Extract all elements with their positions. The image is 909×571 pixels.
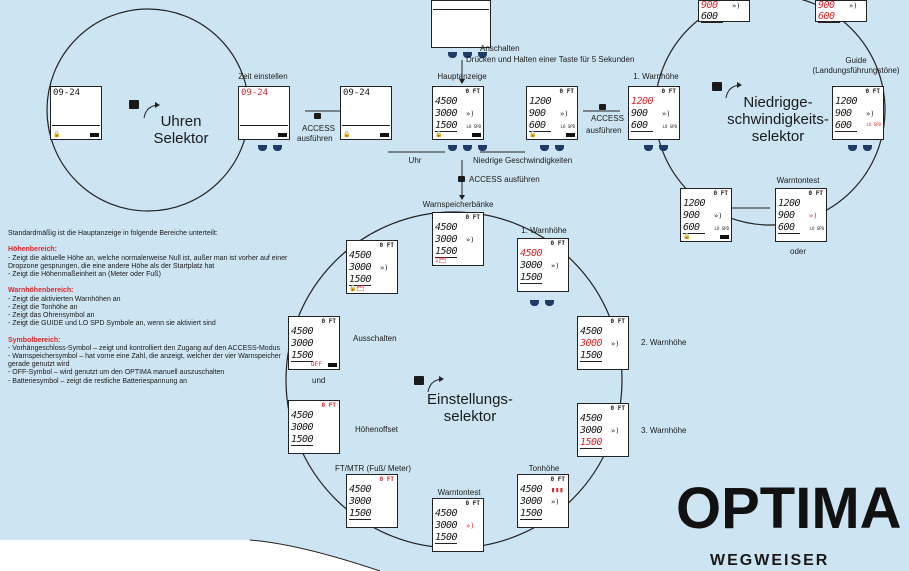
lcd-guide: 0 FT 1200 900») 600 LO SPD: [832, 86, 884, 140]
label-access: ACCESS: [302, 124, 335, 133]
lcd-hoehenoffset: 0 FT 4500 3000 1500: [288, 400, 340, 454]
lcd-warntontest: 0 FT 4500 3000») 1500: [432, 498, 484, 552]
buttons-warn1[interactable]: [644, 145, 668, 151]
lcd-ftmtr: 0 FT 4500 3000 1500: [346, 474, 398, 528]
battery-icon: [472, 133, 481, 137]
lcd-warnspeicher: 0 FT 4500 3000») 1500 1🗂: [432, 212, 484, 266]
label-warnhoehe1-low: 1. Warnhöhe: [633, 72, 679, 81]
label-warntontest: Warntontest: [437, 488, 481, 497]
optima-logo: OPTIMA: [676, 478, 902, 536]
label-warnspeicherbaenke: Warnspeicherbänke: [422, 200, 494, 209]
lcd-top-a: 900») 600: [698, 0, 750, 23]
label-hoehenoffset: Höhenoffset: [355, 425, 398, 434]
alt-row-3: 1500: [435, 120, 458, 132]
label-guide-sub: (Landungsführungstöne): [812, 66, 900, 75]
label-anschalten-sub: Drücken und Halten einer Taste für 5 Sek…: [466, 55, 635, 64]
lock-icon: 🔒: [53, 131, 61, 138]
lcd-ausschalten-prev: 0 FT 4500 3000») 1500 🔒🗂: [346, 240, 398, 294]
lcd-warnhoehe1: 0 FT 4500 3000») 1500: [517, 238, 569, 292]
bottom-wave: [0, 540, 380, 571]
battery-icon: [90, 133, 99, 137]
lcd-power-on: [431, 0, 491, 48]
ear-icon: »): [466, 110, 475, 118]
clock-value: 09-24: [241, 88, 269, 98]
lcd-lowspeed-1: 0 FT 1200 900») 600 LO SPD 🔒: [526, 86, 578, 140]
lcd-clock-1: 09-24 🔒: [50, 86, 102, 140]
description: Standardmäßig ist die Hauptanzeige in fo…: [8, 230, 288, 385]
buttons-lowspeed[interactable]: [540, 145, 564, 151]
label-ftmtr: FT/MTR (Fuß/ Meter): [335, 464, 411, 473]
label-ausschalten: Ausschalten: [353, 334, 397, 343]
button-icon: [458, 176, 465, 182]
label-warnhoehe1: 1. Warnhöhe: [521, 226, 567, 235]
label-und: und: [312, 376, 326, 385]
button-icon: [314, 113, 321, 119]
lowspeed-selector-title: Niedrigge-schwindigkeits-selektor: [727, 94, 829, 145]
alt-row-1: 4500: [435, 96, 458, 107]
lock-icon: 🔒: [435, 131, 443, 138]
clock-value: 09-24: [343, 88, 371, 98]
brand-subtitle: WEGWEISER: [710, 552, 830, 569]
lcd-clock-2: 09-24: [238, 86, 290, 140]
label-warnhoehe3: 3. Warnhöhe: [641, 426, 687, 435]
lcd-ausschalten: 0 FT 4500 3000 1500 OFF: [288, 316, 340, 370]
label-anschalten: Anschalten: [480, 44, 520, 53]
lcd-top-b: 900») 600: [815, 0, 867, 23]
label-guide: Guide: [845, 56, 867, 65]
clock-value: 09-24: [53, 88, 81, 98]
buttons-main[interactable]: [448, 145, 487, 151]
lcd-warnhoehe2: 0 FT 4500 3000») 1500: [577, 316, 629, 370]
settings-selector-title: Einstellungs-selektor: [427, 391, 513, 425]
lcd-warntontest-low-b: 0 FT 1200 900») 600 LO SPD: [775, 188, 827, 242]
button-icon: [414, 376, 424, 385]
curved-arrow-icon: [427, 376, 444, 393]
curved-arrow-icon: [725, 82, 742, 99]
buttons-guide[interactable]: [848, 145, 872, 151]
lcd-main-display: 0 FT 4500 3000 ») 1500 LO SPD 🔒: [432, 86, 484, 140]
buttons-power[interactable]: [448, 52, 487, 58]
label-access-2: ACCESS: [591, 114, 624, 123]
buttons-warnhoehe1[interactable]: [530, 300, 554, 306]
alt-row-2: 3000: [435, 108, 458, 119]
lock-icon: 🔒: [343, 131, 351, 138]
label-ausfuehren: ausführen: [297, 134, 333, 143]
curved-arrow-icon: [143, 102, 160, 119]
button-icon: [599, 104, 606, 110]
lcd-warntontest-low-a: 0 FT 1200 900») 600 LO SPD 🔒: [680, 188, 732, 242]
label-ausfuehren-2: ausführen: [586, 126, 622, 135]
label-access-ausfuehren: ACCESS ausführen: [469, 175, 540, 184]
battery-icon: [278, 133, 287, 137]
lcd-clock-3: 09-24 🔒: [340, 86, 392, 140]
buttons-clock[interactable]: [258, 145, 282, 151]
lcd-lowspeed-2: 0 FT 1200 900») 600 LO SPD: [628, 86, 680, 140]
ft-unit: 0 FT: [465, 88, 480, 95]
label-warnhoehe2: 2. Warnhöhe: [641, 338, 687, 347]
button-icon: [129, 100, 139, 109]
lcd-tonhoehe: 0 FT 4500▮▮▮ 3000») 1500: [517, 474, 569, 528]
button-icon: [712, 82, 722, 91]
label-tonhoehe: Tonhöhe: [528, 464, 560, 473]
battery-icon: [380, 133, 389, 137]
label-hauptanzeige: Hauptanzeige: [437, 72, 487, 81]
label-warntontest-low: Warntontest: [776, 176, 820, 185]
lospd-label: LO SPD: [466, 124, 481, 129]
label-zeit-einstellen: Zeit einstellen: [238, 72, 288, 81]
label-uhr: Uhr: [408, 156, 422, 165]
label-niedrige-geschw: Niedrige Geschwindigkeiten: [473, 156, 573, 165]
label-oder: oder: [790, 247, 807, 256]
lcd-warnhoehe3: 0 FT 4500 3000») 1500: [577, 403, 629, 457]
svg-text:OPTIMA: OPTIMA: [676, 478, 902, 536]
